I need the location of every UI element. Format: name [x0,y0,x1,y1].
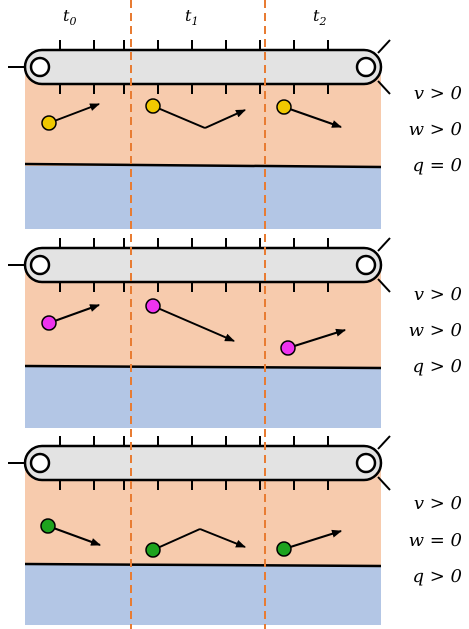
roller-right [355,56,377,78]
dough-upper-region [25,470,381,566]
green-particle [40,518,292,558]
panel-2: v > 0 w > 0 q > 0 [8,237,463,428]
particle-t2 [280,340,296,356]
condition-v: v > 0 [414,83,462,104]
time-dividers [130,0,266,629]
condition-v: v > 0 [414,284,462,305]
dough-lower-region [25,367,381,428]
time-label-t0: t0 [63,6,76,28]
condition-w: w > 0 [409,119,462,140]
interface-line [24,364,382,370]
particle-t1 [145,98,161,114]
trajectory-arrows [48,103,342,129]
dough-lower-region [25,565,381,625]
dough-lower-region [25,166,381,229]
conveyor-belt [8,39,391,95]
condition-q: q > 0 [413,356,463,377]
condition-w: w = 0 [409,530,462,551]
roller-left [29,452,51,474]
condition-q: q = 0 [413,155,463,176]
conveyor-belt [8,435,391,491]
time-label-t2: t2 [313,6,326,28]
dough-upper-region [25,270,381,368]
roller-left [29,254,51,276]
roller-right [355,254,377,276]
particle-t0 [41,315,57,331]
particle-t0 [41,115,57,131]
roller-left [29,56,51,78]
panel-1: v > 0 w > 0 q = 0 [8,39,463,229]
particle-t2 [276,99,292,115]
roller-right [355,452,377,474]
interface-line [24,562,382,568]
panel-3: v > 0 w = 0 q > 0 [8,435,463,625]
magenta-particle [41,298,296,356]
trajectory-arrows [48,304,346,349]
condition-v: v > 0 [414,493,462,514]
conveyor-belt [8,237,391,293]
particle-t1 [145,542,161,558]
trajectory-arrows [47,525,342,551]
time-labels: t0 t1 t2 [63,6,326,28]
condition-w: w > 0 [409,320,462,341]
particle-t2 [276,541,292,557]
particle-t0 [40,518,56,534]
interface-line [24,162,382,169]
particle-t1 [145,298,161,314]
condition-q: q > 0 [413,566,463,587]
yellow-particle [41,98,292,131]
time-label-t1: t1 [185,6,198,28]
